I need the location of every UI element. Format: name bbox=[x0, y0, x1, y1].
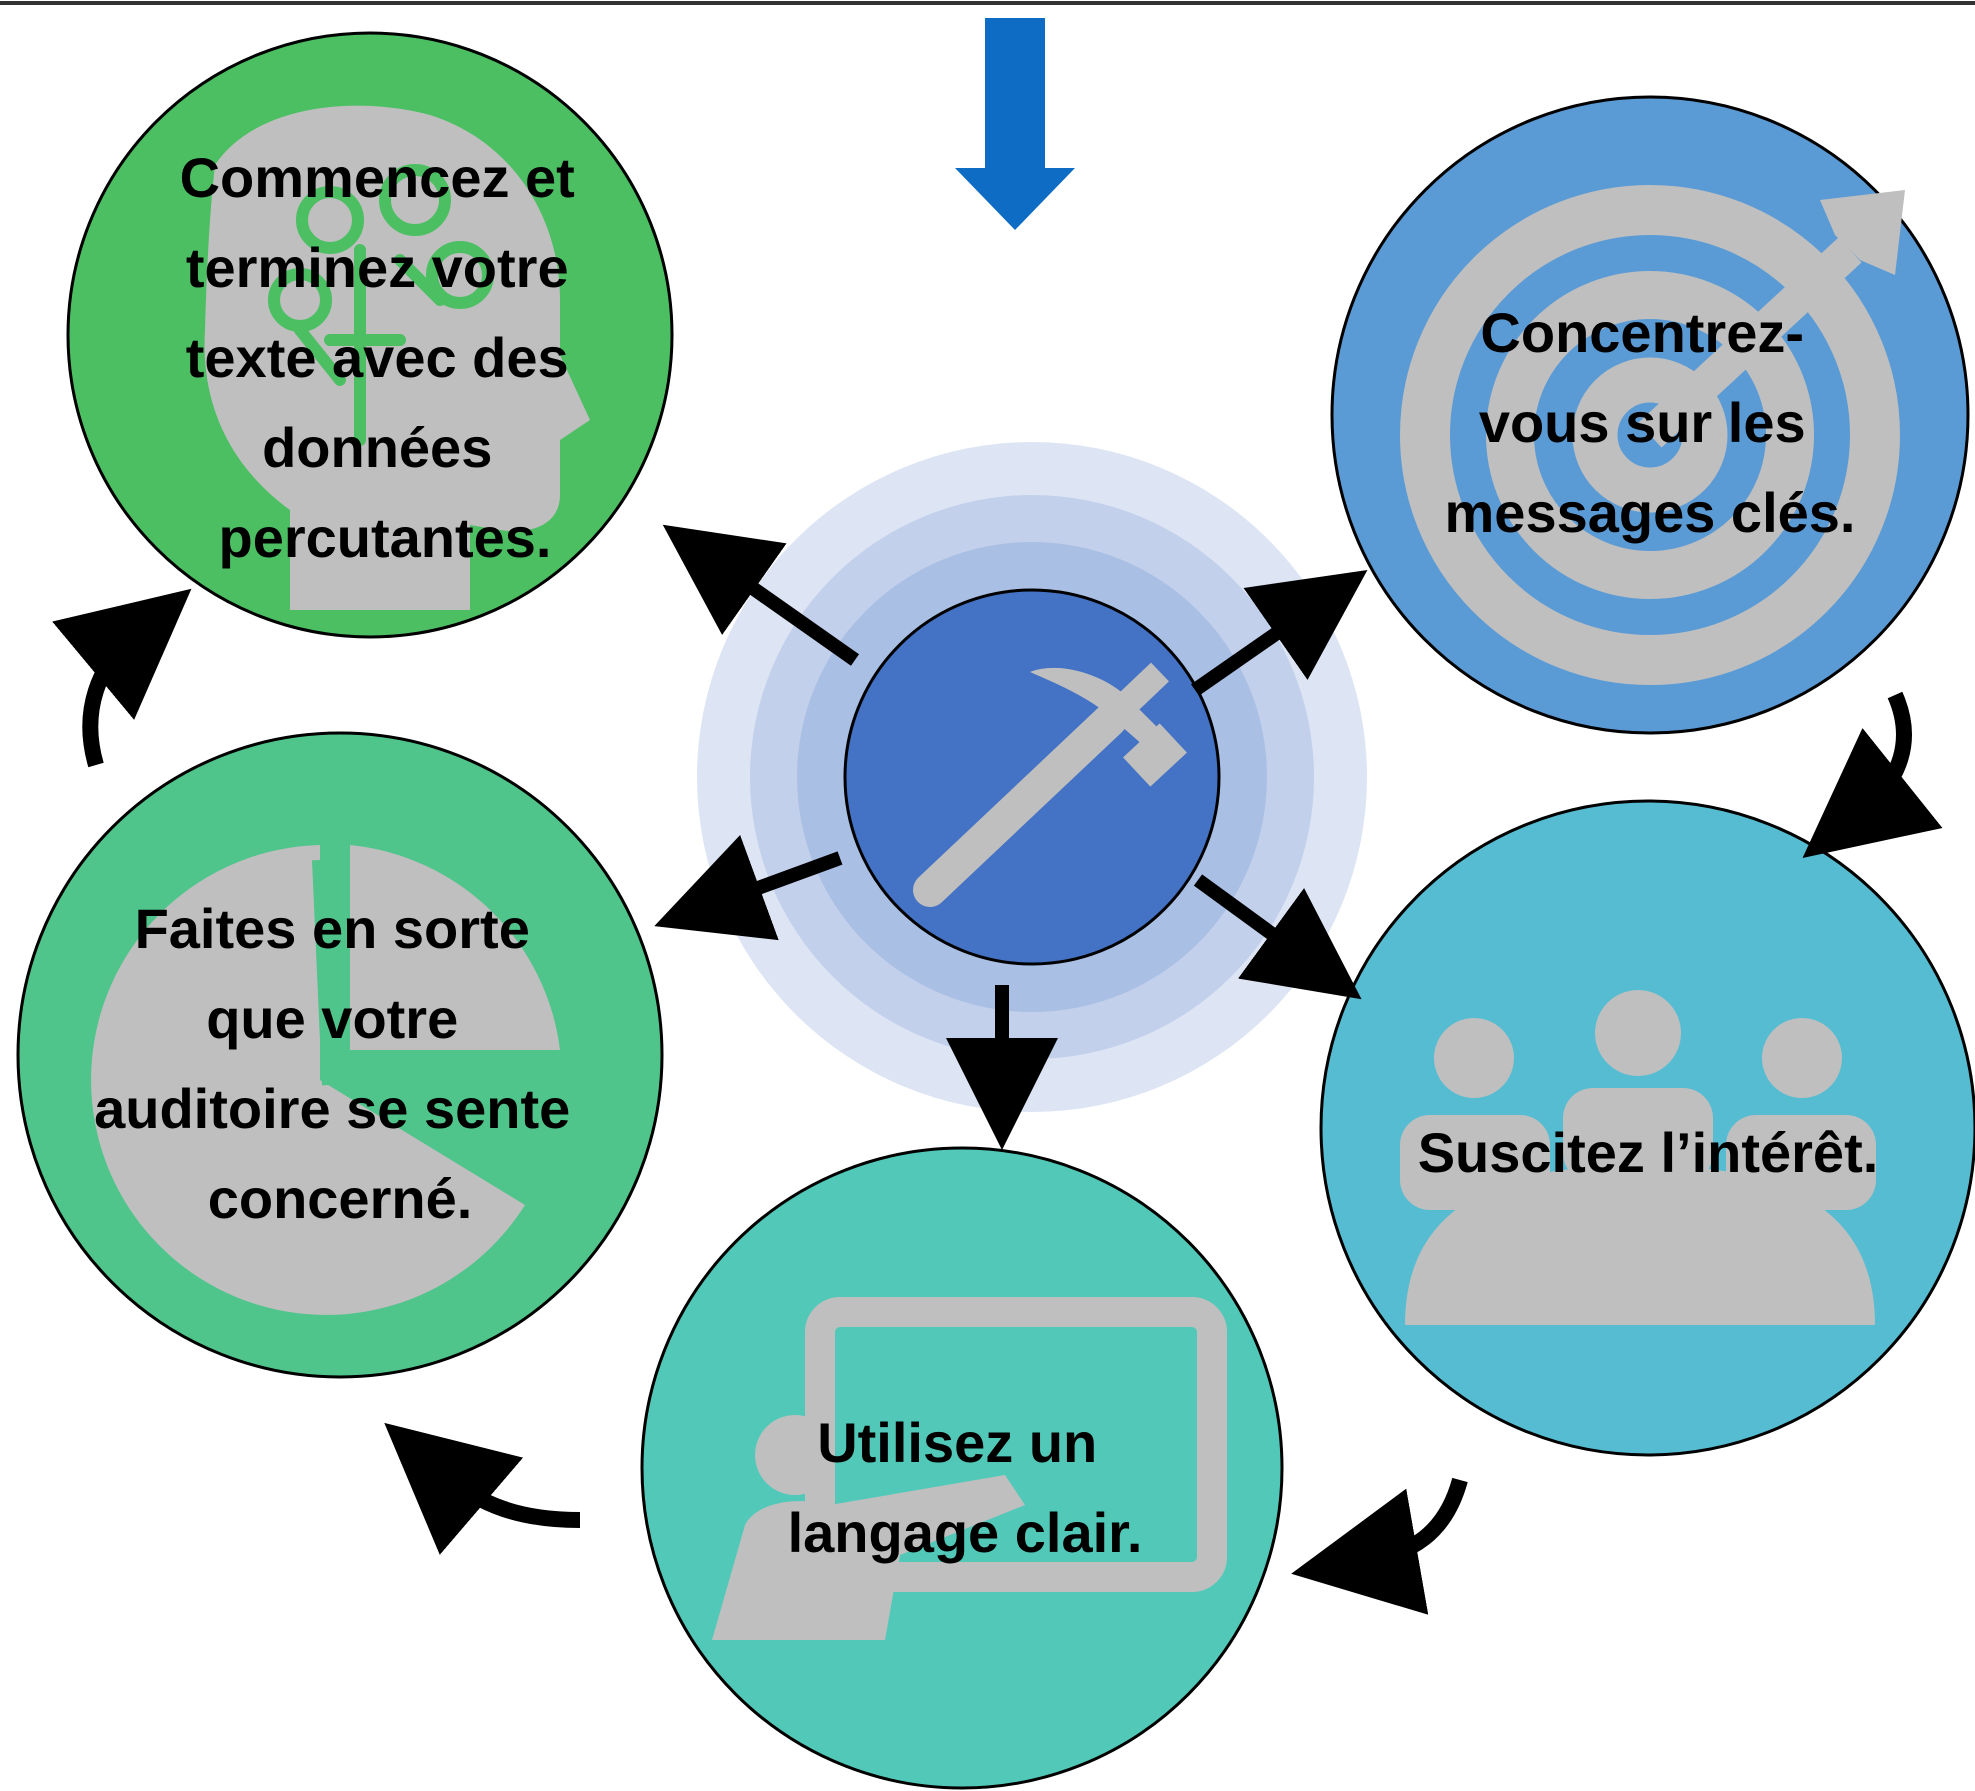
node-concentrez: Concentrez- vous sur les messages clés. bbox=[1330, 95, 1970, 735]
label-line: données bbox=[262, 416, 492, 479]
presentation-icon bbox=[712, 1297, 1227, 1640]
arrow-to-commencez bbox=[662, 524, 860, 666]
label-line: Suscitez l’intérêt. bbox=[1418, 1121, 1879, 1184]
node-commencez: Commencez et terminez votre texte avec d… bbox=[66, 31, 674, 639]
pie-chart-icon bbox=[91, 845, 560, 1315]
brain-head-icon bbox=[204, 105, 590, 611]
hammer-icon bbox=[913, 662, 1187, 907]
label-line: vous sur les bbox=[1479, 391, 1806, 454]
label-line: Concentrez- bbox=[1480, 301, 1804, 364]
arrow-to-concentrez bbox=[1191, 570, 1368, 696]
cycle-arrows bbox=[52, 588, 1943, 1615]
node-label: Faites en sorte que votre auditoire se s… bbox=[94, 897, 586, 1230]
entry-arrow bbox=[955, 18, 1075, 230]
label-line: que votre bbox=[206, 987, 458, 1050]
node-utilisez: Utilisez un langage clair. bbox=[640, 1146, 1284, 1790]
label-line: terminez votre bbox=[186, 236, 569, 299]
target-arrow-icon bbox=[1400, 185, 1905, 685]
label-line: messages clés. bbox=[1445, 481, 1856, 544]
center-hub bbox=[697, 442, 1367, 1112]
label-line: percutantes. bbox=[219, 506, 552, 569]
node-faites: Faites en sorte que votre auditoire se s… bbox=[16, 731, 664, 1379]
arrow-to-faites bbox=[654, 834, 843, 941]
label-line: Utilisez un bbox=[817, 1411, 1097, 1474]
label-line: langage clair. bbox=[788, 1501, 1143, 1564]
group-icon bbox=[1400, 990, 1876, 1325]
curved-arrow-suscitez-to-utilisez bbox=[1291, 1477, 1468, 1615]
label-line: Commencez et bbox=[180, 146, 575, 209]
node-label: Commencez et terminez votre texte avec d… bbox=[180, 146, 591, 569]
node-suscitez: Suscitez l’intérêt. bbox=[1319, 799, 1975, 1457]
node-label: Utilisez un langage clair. bbox=[788, 1411, 1143, 1564]
node-label: Concentrez- vous sur les messages clés. bbox=[1445, 301, 1856, 544]
label-line: texte avec des bbox=[186, 326, 569, 389]
curved-arrow-faites-to-commencez bbox=[52, 588, 192, 768]
label-line: concerné. bbox=[208, 1167, 473, 1230]
label-line: auditoire se sente bbox=[94, 1077, 570, 1140]
node-label: Suscitez l’intérêt. bbox=[1418, 1121, 1879, 1184]
label-line: Faites en sorte bbox=[135, 897, 530, 960]
radial-arrows bbox=[654, 524, 1368, 1150]
curved-arrow-utilisez-to-faites bbox=[384, 1422, 581, 1555]
arrow-to-suscitez bbox=[1193, 874, 1362, 1000]
curved-arrow-concentrez-to-suscitez bbox=[1802, 691, 1943, 859]
